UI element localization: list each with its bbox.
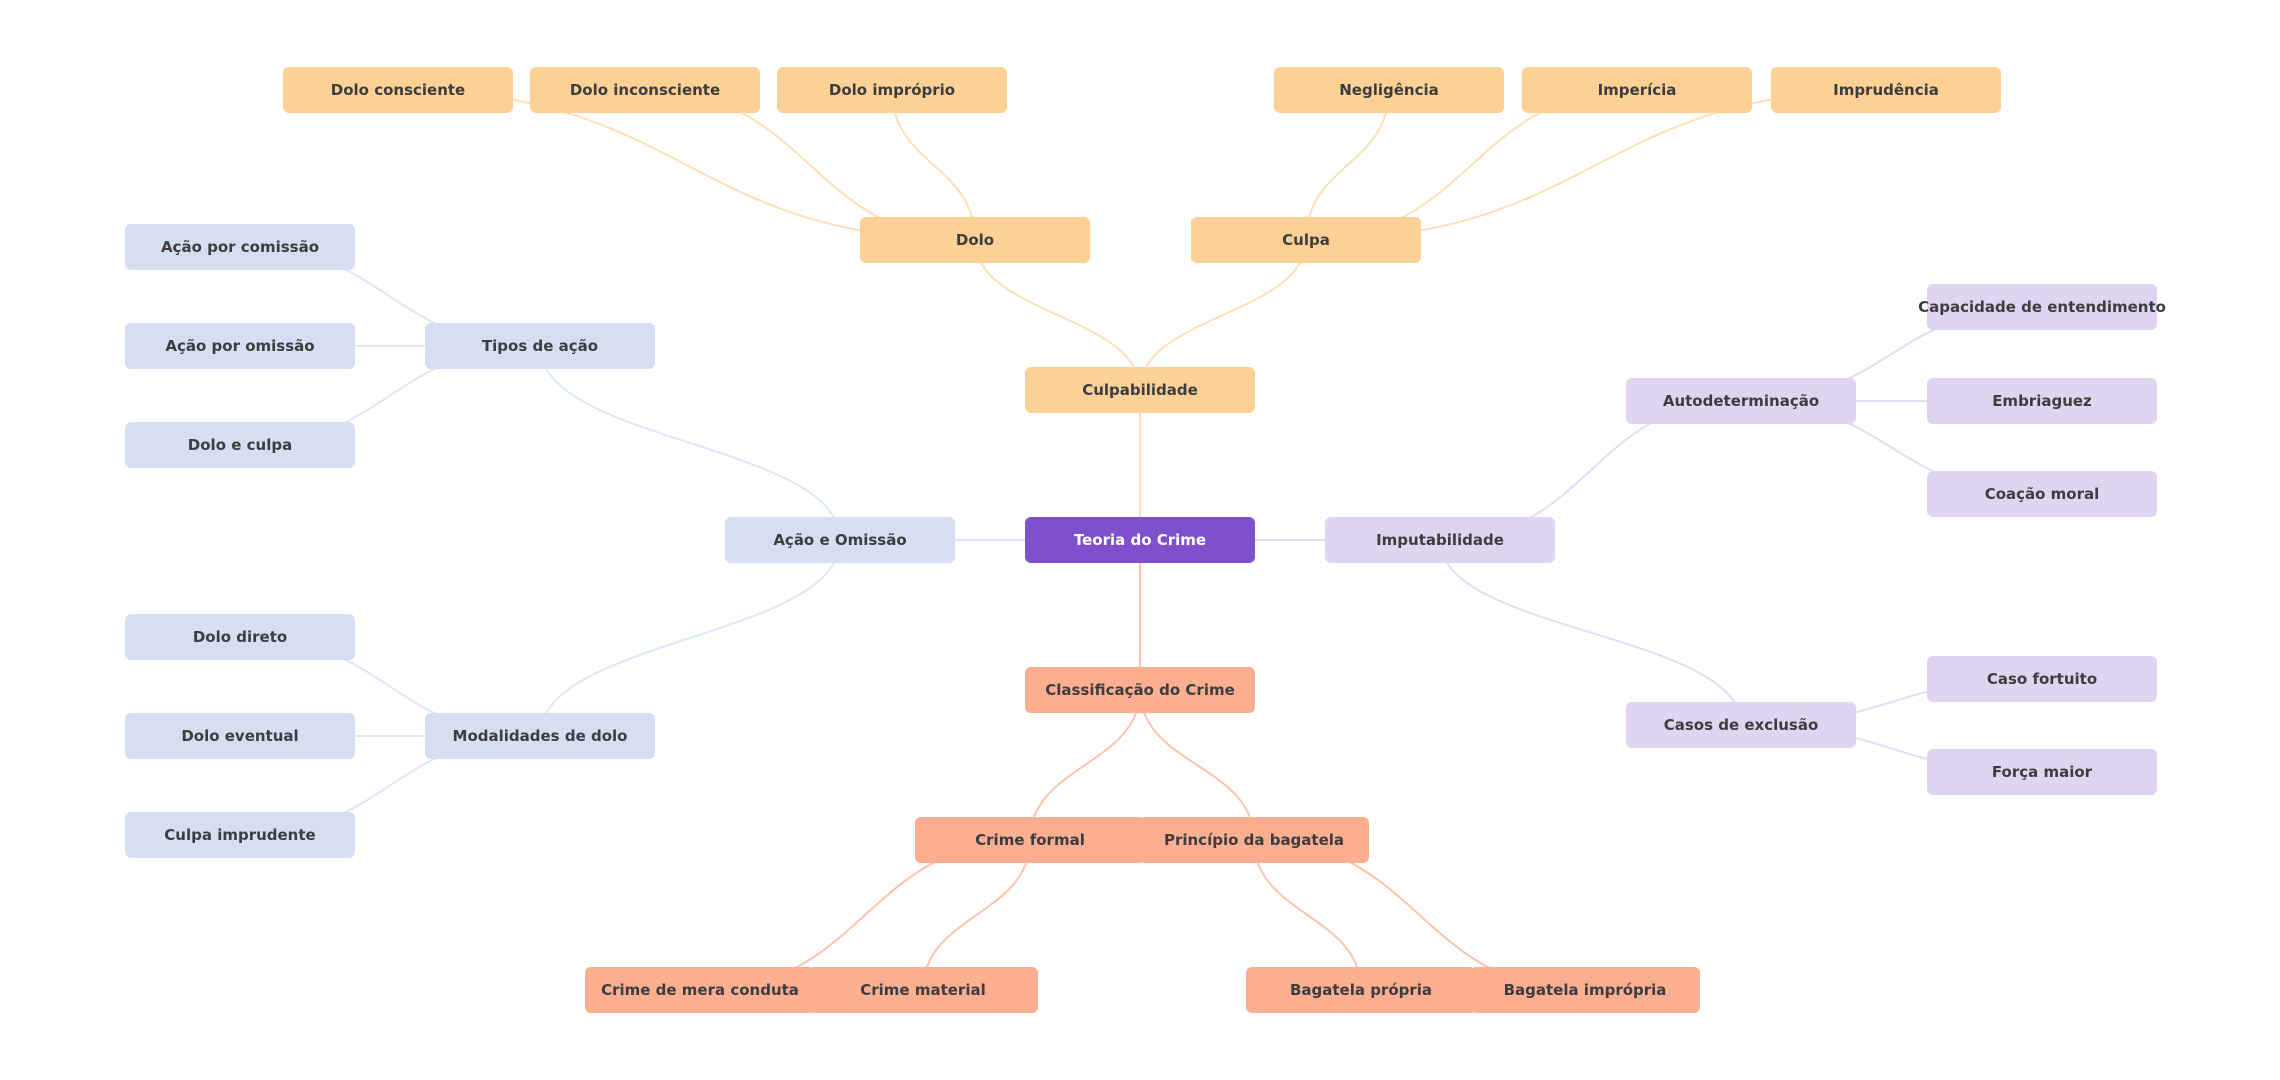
node-label: Imputabilidade xyxy=(1376,531,1504,549)
node-impericia[interactable]: Imperícia xyxy=(1522,67,1752,113)
node-dolo-inconsciente[interactable]: Dolo inconsciente xyxy=(530,67,760,113)
node-negligencia[interactable]: Negligência xyxy=(1274,67,1504,113)
node-bagatela-impropria[interactable]: Bagatela imprópria xyxy=(1470,967,1700,1013)
node-label: Caso fortuito xyxy=(1986,670,2098,688)
node-imprudencia[interactable]: Imprudência xyxy=(1771,67,2001,113)
edge-classificacao-to-crime-formal xyxy=(1029,689,1141,841)
node-casos-exclusao[interactable]: Casos de exclusão xyxy=(1626,702,1856,748)
edge-culpabilidade-to-dolo xyxy=(974,239,1141,391)
node-principio-bagatela[interactable]: Princípio da bagatela xyxy=(1139,817,1369,863)
edge-imputabilidade-to-casos-exclusao xyxy=(1439,539,1742,726)
node-embriaguez[interactable]: Embriaguez xyxy=(1927,378,2157,424)
node-modalidades-dolo[interactable]: Modalidades de dolo xyxy=(425,713,655,759)
node-dolo-eventual[interactable]: Dolo eventual xyxy=(125,713,355,759)
node-label: Crime formal xyxy=(975,831,1085,849)
node-capacidade[interactable]: Capacidade de entendimento xyxy=(1918,284,2166,330)
node-acao-omissao-item[interactable]: Ação por omissão xyxy=(125,323,355,369)
node-label: Dolo xyxy=(955,231,995,249)
edge-culpa-to-negligencia xyxy=(1305,89,1390,241)
node-tipos-acao[interactable]: Tipos de ação xyxy=(425,323,655,369)
node-label: Dolo direto xyxy=(192,628,288,646)
edge-crime-formal-to-crime-material xyxy=(922,839,1031,991)
node-label: Modalidades de dolo xyxy=(452,727,628,745)
root-node[interactable]: Teoria do Crime xyxy=(1025,517,1255,563)
node-label: Bagatela imprópria xyxy=(1503,981,1667,999)
node-label: Capacidade de entendimento xyxy=(1918,298,2166,316)
node-bagatela-propria[interactable]: Bagatela própria xyxy=(1246,967,1476,1013)
node-crime-formal[interactable]: Crime formal xyxy=(915,817,1145,863)
node-label: Coação moral xyxy=(1984,485,2100,503)
node-label: Tipos de ação xyxy=(481,337,599,355)
node-imputabilidade[interactable]: Imputabilidade xyxy=(1325,517,1555,563)
edge-principio-bagatela-to-bagatela-propria xyxy=(1253,839,1362,991)
node-label: Princípio da bagatela xyxy=(1163,831,1345,849)
node-classificacao[interactable]: Classificação do Crime xyxy=(1025,667,1255,713)
node-culpa[interactable]: Culpa xyxy=(1191,217,1421,263)
node-label: Ação por comissão xyxy=(160,238,320,256)
node-dolo-e-culpa[interactable]: Dolo e culpa xyxy=(125,422,355,468)
node-label: Dolo consciente xyxy=(330,81,466,99)
node-label: Crime de mera conduta xyxy=(601,981,799,999)
node-acao-comissao[interactable]: Ação por comissão xyxy=(125,224,355,270)
node-label: Imperícia xyxy=(1597,81,1677,99)
node-label: Dolo inconsciente xyxy=(569,81,721,99)
edge-classificacao-to-principio-bagatela xyxy=(1139,689,1255,841)
node-acao-omissao[interactable]: Ação e Omissão xyxy=(725,517,955,563)
node-forca-maior[interactable]: Força maior xyxy=(1927,749,2157,795)
node-label: Embriaguez xyxy=(1992,392,2092,410)
node-culpabilidade[interactable]: Culpabilidade xyxy=(1025,367,1255,413)
node-crime-mera-conduta[interactable]: Crime de mera conduta xyxy=(585,967,815,1013)
node-label: Ação e Omissão xyxy=(773,531,907,549)
node-label: Força maior xyxy=(1991,763,2093,781)
node-label: Casos de exclusão xyxy=(1663,716,1819,734)
node-autodeterminacao[interactable]: Autodeterminação xyxy=(1626,378,1856,424)
node-label: Dolo e culpa xyxy=(187,436,293,454)
node-label: Classificação do Crime xyxy=(1045,681,1235,699)
node-dolo-consciente[interactable]: Dolo consciente xyxy=(283,67,513,113)
node-label: Culpabilidade xyxy=(1082,381,1198,399)
node-culpa-imprudente[interactable]: Culpa imprudente xyxy=(125,812,355,858)
edge-acao-omissao-to-modalidades-dolo xyxy=(539,539,841,737)
node-label: Ação por omissão xyxy=(165,337,315,355)
node-label: Autodeterminação xyxy=(1662,392,1820,410)
node-coacao-moral[interactable]: Coação moral xyxy=(1927,471,2157,517)
node-dolo-direto[interactable]: Dolo direto xyxy=(125,614,355,660)
node-crime-material[interactable]: Crime material xyxy=(808,967,1038,1013)
node-label: Culpa imprudente xyxy=(164,826,316,844)
node-label: Teoria do Crime xyxy=(1073,531,1207,549)
node-label: Bagatela própria xyxy=(1289,981,1433,999)
node-label: Culpa xyxy=(1282,231,1330,249)
node-label: Dolo eventual xyxy=(181,727,299,745)
node-caso-fortuito[interactable]: Caso fortuito xyxy=(1927,656,2157,702)
edge-dolo-to-dolo-improprio xyxy=(891,89,976,241)
node-dolo[interactable]: Dolo xyxy=(860,217,1090,263)
edge-acao-omissao-to-tipos-acao xyxy=(539,345,841,541)
node-label: Negligência xyxy=(1339,81,1439,99)
node-dolo-improprio[interactable]: Dolo impróprio xyxy=(777,67,1007,113)
node-label: Imprudência xyxy=(1833,81,1939,99)
node-label: Crime material xyxy=(860,981,986,999)
edge-culpabilidade-to-culpa xyxy=(1139,239,1307,391)
node-label: Dolo impróprio xyxy=(828,81,956,99)
